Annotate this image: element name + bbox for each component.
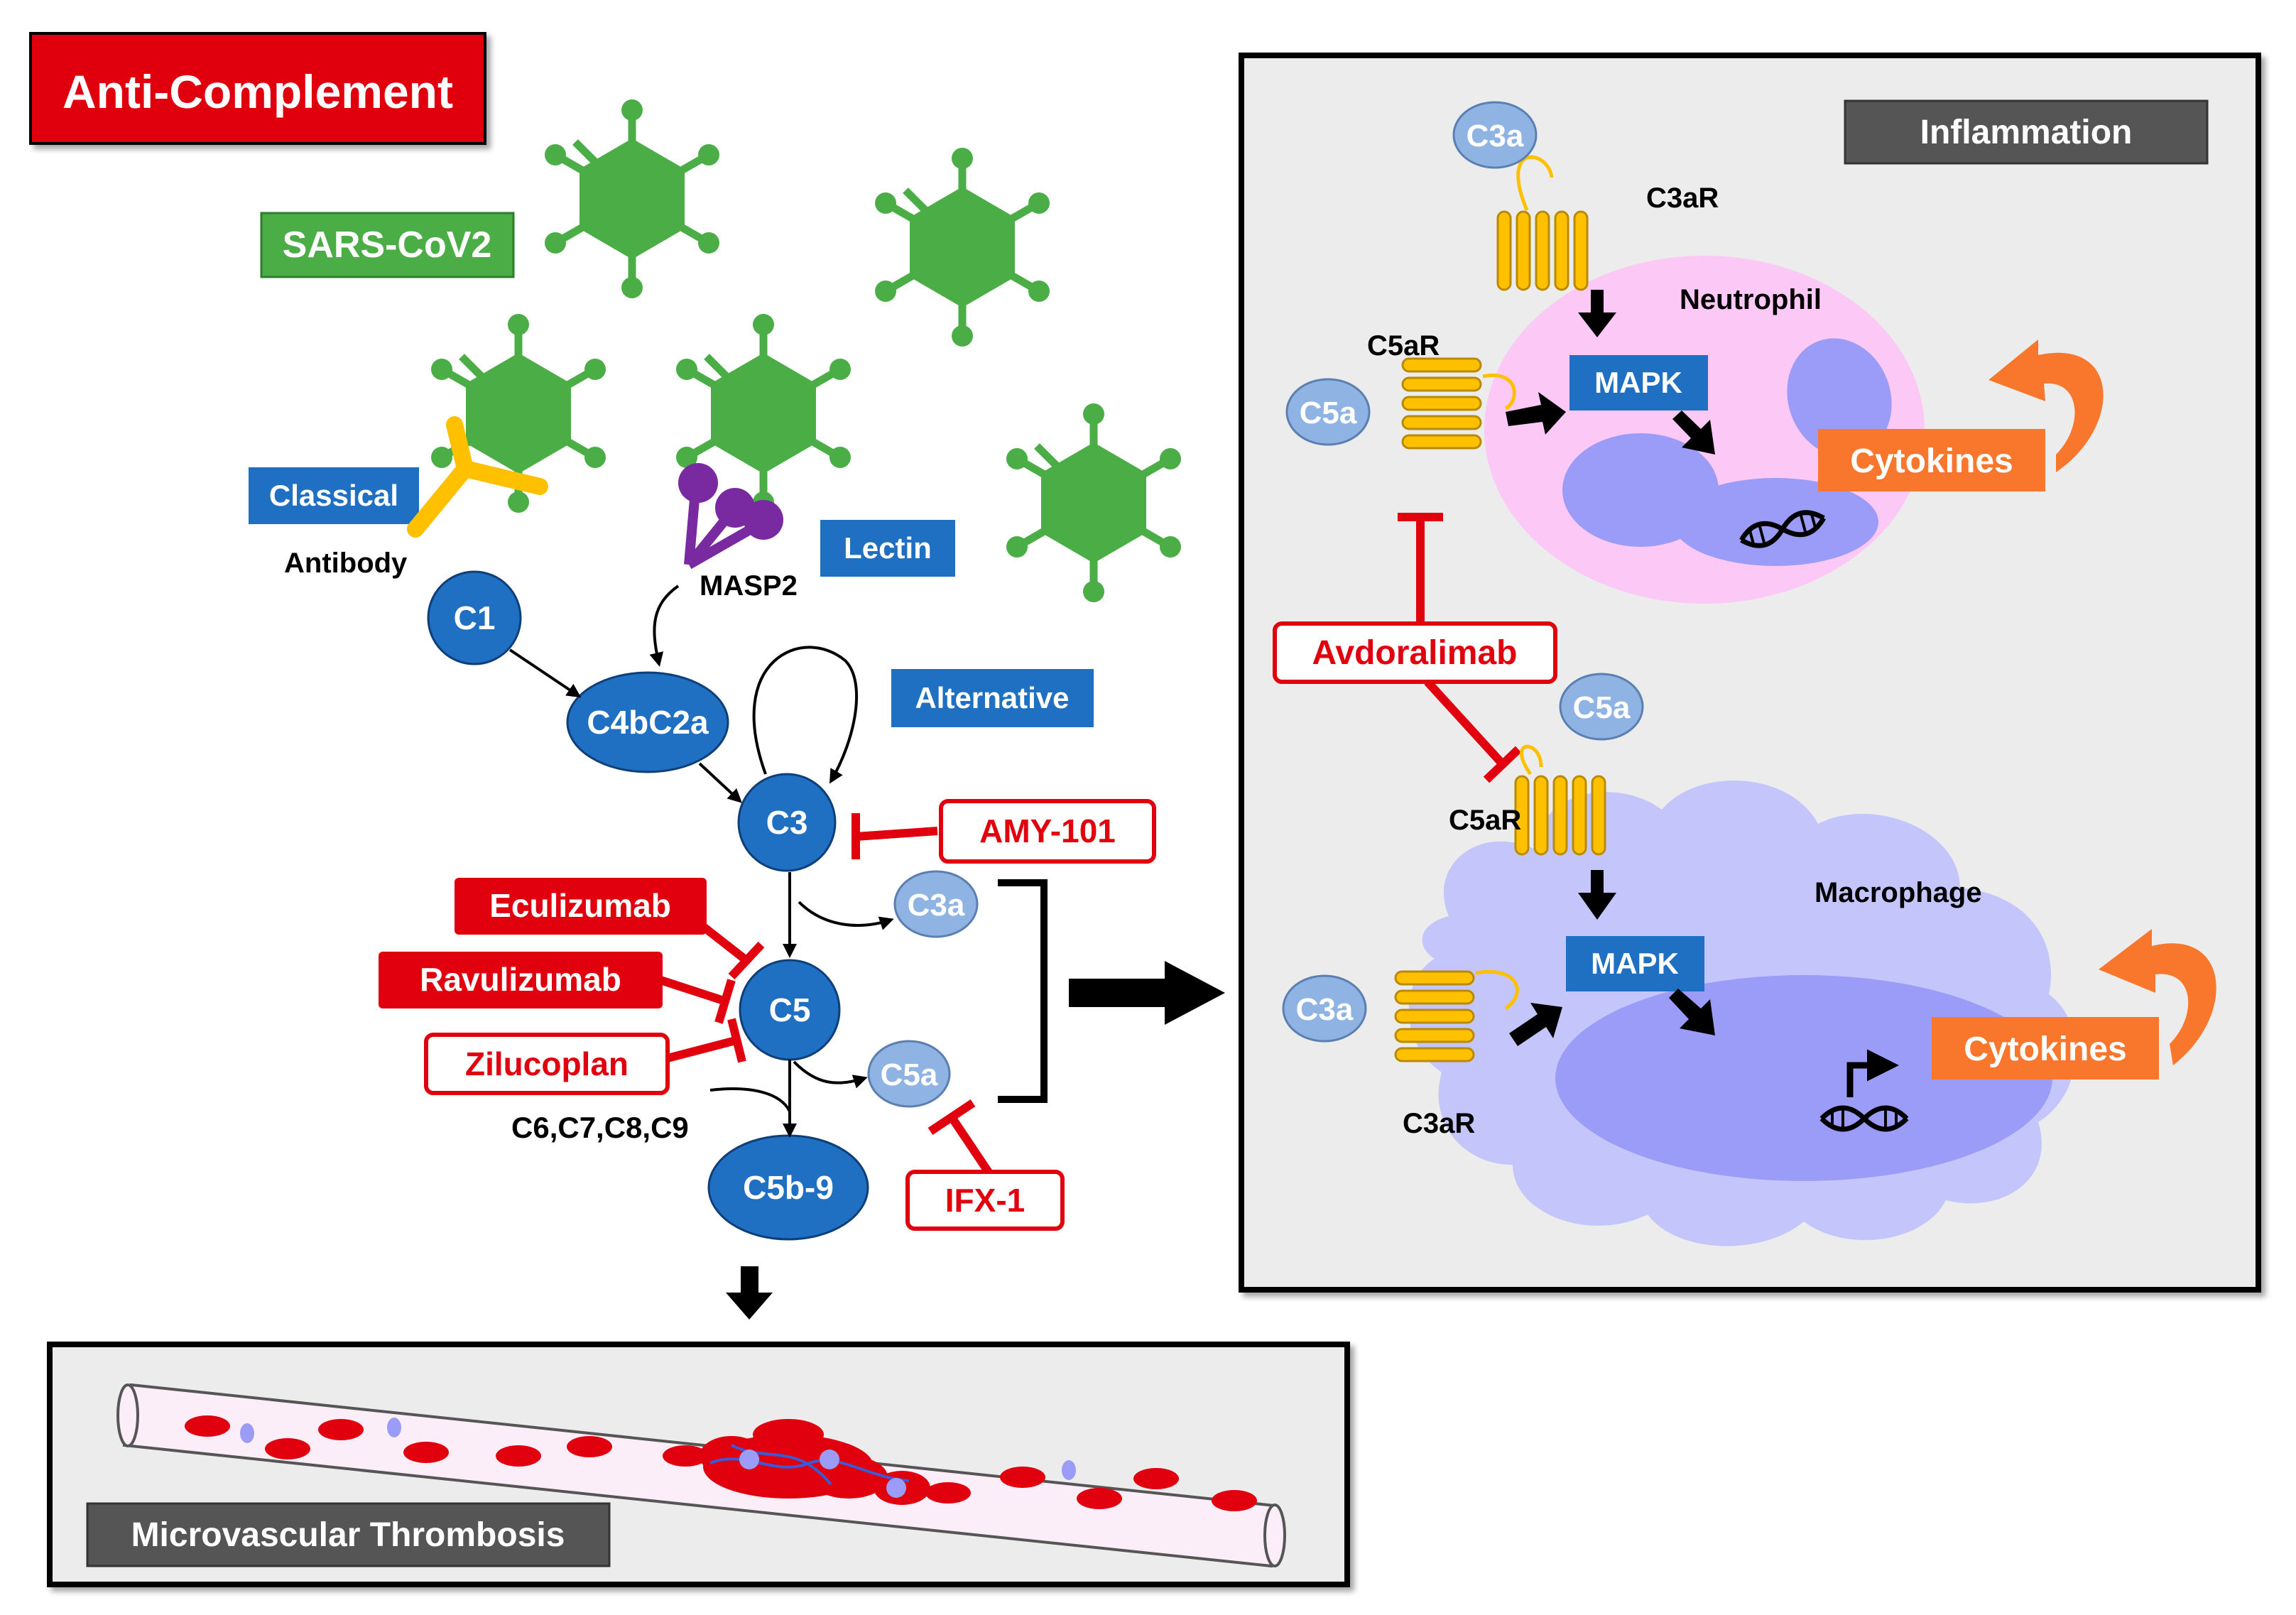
alternative-pathway-label: Alternative [891,669,1094,727]
svg-text:Zilucoplan: Zilucoplan [465,1045,629,1082]
svg-text:Classical: Classical [269,479,398,512]
c5ar-receptor-neutrophil-icon [1401,357,1482,450]
svg-text:AMY-101: AMY-101 [979,812,1116,849]
c3-node: C3 [737,773,837,872]
svg-text:C1: C1 [454,599,496,636]
cytokine-feedback-arrow-neutrophil [1988,339,2104,472]
svg-text:Cytokines: Cytokines [1964,1031,2126,1068]
neutrophil-signal-arrows [1506,290,1715,455]
masp2-label: MASP2 [700,570,798,602]
svg-text:C5a: C5a [1300,396,1357,430]
svg-text:C5a: C5a [881,1057,938,1092]
svg-text:C4bC2a: C4bC2a [587,704,709,741]
cascade-arrows [508,584,894,1138]
neutrophil-label: Neutrophil [1680,284,1822,315]
c3ar-label-neutrophil: C3aR [1646,183,1719,214]
antibody-icon [407,416,548,538]
c1-node: C1 [427,570,522,665]
c3a-fragment: C3a [893,870,979,938]
c5ar-receptor-macrophage-icon [1514,775,1606,856]
blood-clot [700,1419,930,1505]
macrophage-signal-arrows [1509,870,1715,1046]
c4bc2a-node: C4bC2a [566,671,729,773]
c3ar-receptor-neutrophil-icon [1496,210,1589,291]
svg-text:Cytokines: Cytokines [1850,442,2013,480]
mapk-macrophage: MAPK [1566,936,1704,991]
svg-text:MAPK: MAPK [1594,366,1682,399]
c5ar-label-macrophage: C5aR [1449,805,1521,836]
inflammation-title: Inflammation [1920,114,2133,151]
lectin-pathway-label: Lectin [820,520,955,577]
thrombosis-title: Microvascular Thrombosis [131,1516,565,1554]
svg-text:Eculizumab: Eculizumab [489,887,671,924]
svg-text:Ravulizumab: Ravulizumab [420,961,621,998]
ifx1-inhibitor: IFX-1 [905,1099,1065,1231]
macrophage-label: Macrophage [1815,877,1982,908]
virus-icon [545,99,719,298]
zilucoplan-inhibitor: Zilucoplan [424,1018,746,1095]
svg-text:C5: C5 [769,991,811,1028]
fragment-bracket [998,879,1048,1103]
virus-icon [1006,403,1181,602]
c3a-ligand-macrophage: C3a [1282,974,1367,1043]
c5a-ligand-neutrophil: C5a [1285,378,1371,446]
thrombosis-panel: Microvascular Thrombosis [47,1342,1350,1587]
amy101-inhibitor: AMY-101 [852,799,1156,864]
title-text: Anti-Complement [62,65,453,118]
svg-text:Alternative: Alternative [915,681,1069,714]
c3ar-receptor-macrophage-icon [1394,970,1475,1062]
sars-cov2-viruses [431,99,1181,602]
sars-cov2-label: SARS-CoV2 [260,212,515,278]
inflammation-panel: Inflammation Neutrophil C3aR C3a C5aR C5… [1239,53,2261,1293]
cytokine-feedback-arrow-macrophage [2099,929,2216,1065]
c5a-fragment: C5a [867,1040,951,1108]
virus-icon [875,148,1050,347]
cytokines-neutrophil: Cytokines [1818,429,2045,491]
c3a-ligand-neutrophil: C3a [1452,101,1538,169]
masp2-icon [678,463,783,570]
svg-text:SARS-CoV2: SARS-CoV2 [283,224,492,266]
ravulizumab-inhibitor: Ravulizumab [379,952,736,1024]
c5ar-label-neutrophil: C5aR [1367,330,1440,361]
svg-text:Avdoralimab: Avdoralimab [1312,634,1518,672]
blood-vessel [116,1383,1286,1568]
cytokines-macrophage: Cytokines [1932,1017,2159,1080]
svg-text:C3a: C3a [1296,992,1354,1027]
svg-text:C3: C3 [766,804,808,841]
svg-text:C3a: C3a [1467,119,1524,153]
mapk-neutrophil: MAPK [1569,355,1708,410]
title-box: Anti-Complement [29,32,486,145]
svg-text:IFX-1: IFX-1 [945,1182,1025,1219]
classical-pathway-label: Classical [249,467,419,524]
c5-node: C5 [739,959,841,1061]
transcription-arrow-icon [1846,1049,1899,1097]
svg-text:C5a: C5a [1573,690,1631,725]
platelets [240,1418,1076,1480]
antibody-label: Antibody [284,548,408,579]
to-inflammation-arrow [1069,961,1225,1025]
c5a-ligand-macrophage: C5a [1559,673,1644,741]
svg-text:Lectin: Lectin [844,531,932,565]
svg-text:C5b-9: C5b-9 [743,1169,834,1206]
eculizumab-inhibitor: Eculizumab [455,878,765,980]
red-blood-cells [185,1415,1257,1511]
svg-text:MAPK: MAPK [1591,947,1679,980]
macrophage-cell [1408,780,2076,1246]
c3ar-label-macrophage: C3aR [1403,1108,1475,1139]
avdoralimab-inhibitor: Avdoralimab [1273,513,1557,783]
to-thrombosis-arrow-1 [726,1266,773,1320]
svg-text:C3a: C3a [908,888,965,923]
terminal-components-label: C6,C7,C8,C9 [511,1111,689,1144]
c5b9-node: C5b-9 [707,1134,869,1241]
